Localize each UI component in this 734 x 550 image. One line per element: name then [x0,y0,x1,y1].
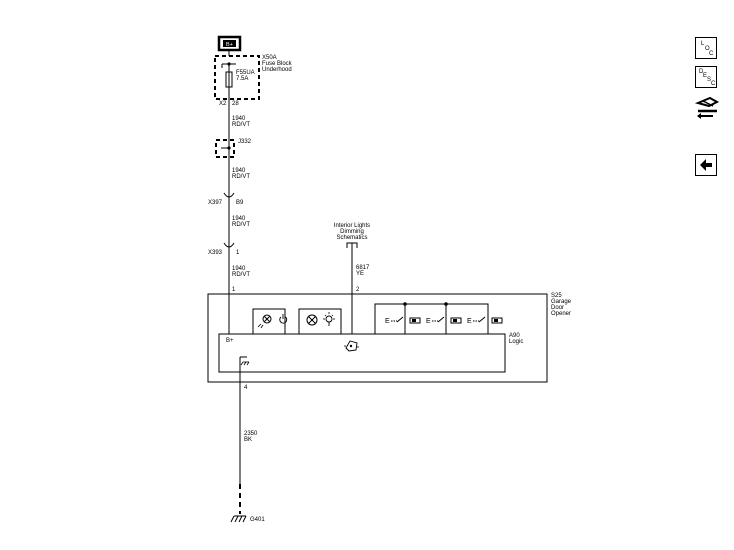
location-button[interactable]: L O C [695,37,717,59]
internal-ground-icon [239,356,250,366]
switch-3-icon: E [467,316,503,325]
module-name-2: Door [551,305,564,311]
fuse-block-name-2: Underhood [262,67,292,73]
module-pin-1: 1 [232,287,236,293]
logic-id: A90 [509,333,520,339]
module-pin-2: 2 [356,287,360,293]
wire-gnd-circuit: 2350 [244,431,258,437]
ground-g401: G401 [230,515,265,523]
led-sub-box [252,308,286,334]
fuse-pin: 28 [232,101,239,107]
loc-letter-o: O [705,46,710,52]
wire-b-color: RD/VT [232,174,250,180]
wire-dim-circuit: 6817 [356,265,370,271]
switch-2-icon: E [426,316,462,325]
wire-d-circuit: 1940 [232,266,246,272]
fuse-connector: X2 [219,101,227,107]
switch-sub-box [374,303,489,334]
back-arrow-icon [700,159,712,171]
logic-supply: B+ [226,338,234,344]
dimming-ref-2: Dimming [340,229,364,235]
logic-box [218,333,506,373]
module-pin-4: 4 [244,385,248,391]
wire-a-circuit: 1940 [232,116,246,122]
back-button[interactable] [695,154,717,176]
inline-connector-x397: X397 B9 [208,192,244,206]
ground-id: G401 [250,517,265,523]
wire-dim-color: YE [356,271,364,277]
connector-list-button[interactable] [694,94,721,120]
module-id: S25 [551,293,562,299]
inline-2-pin: 1 [236,250,240,256]
dimming-reference: Interior Lights Dimming Schematics 6817 … [334,223,370,334]
fuse-block-name-1: Fuse Block [262,61,293,67]
desc-letter-c: C [711,81,716,87]
wire-c-color: RD/VT [232,222,250,228]
wire-d-color: RD/VT [232,272,250,278]
light-bulb-icon [323,312,335,326]
dimming-ref-3: Schematics [336,235,367,241]
desc-letter-d: D [699,69,704,75]
svg-text:E: E [467,318,472,325]
garage-door-opener-module: S25 Garage Door Opener [207,293,572,391]
inline-1-pin: B9 [236,200,244,206]
lamp-sub-box [298,308,342,334]
module-name-3: Opener [551,311,571,317]
fuse-id: F55UA [236,70,255,76]
switch-1-icon: E [385,316,421,325]
inline-connector-x393: X393 1 [208,242,240,256]
wire-a-color: RD/VT [232,122,250,128]
description-button[interactable]: D E S C [695,66,717,88]
led-icon [257,314,272,329]
fuse-block-id: X50A [262,55,277,61]
power-icon [279,314,288,324]
logic-chip-icon [344,340,359,352]
svg-text:E: E [426,318,431,325]
splice-id: J332 [238,139,252,145]
power-source: B+ [217,35,242,52]
lamp-icon [306,314,318,326]
wire-gnd-color: BK [244,437,252,443]
desc-letter-s: S [707,77,712,83]
fuse-block: X50A Fuse Block Underhood F55UA 7.5A X2 … [214,55,293,107]
wire-c-circuit: 1940 [232,216,246,222]
module-name-1: Garage [551,299,572,305]
dimming-ref-1: Interior Lights [334,223,370,229]
loc-letter-l: L [701,41,705,47]
splice-j332: J332 [215,139,252,158]
wire-b-circuit: 1940 [232,168,246,174]
fuse-rating: 7.5A [236,76,248,82]
inline-2-id: X393 [208,250,223,256]
loc-letter-c: C [709,51,714,57]
desc-letter-e: E [703,73,708,79]
logic-name: Logic [509,339,523,345]
svg-text:E: E [385,318,390,325]
connector-list-icon [694,96,720,119]
inline-1-id: X397 [208,200,223,206]
power-label: B+ [226,42,233,48]
